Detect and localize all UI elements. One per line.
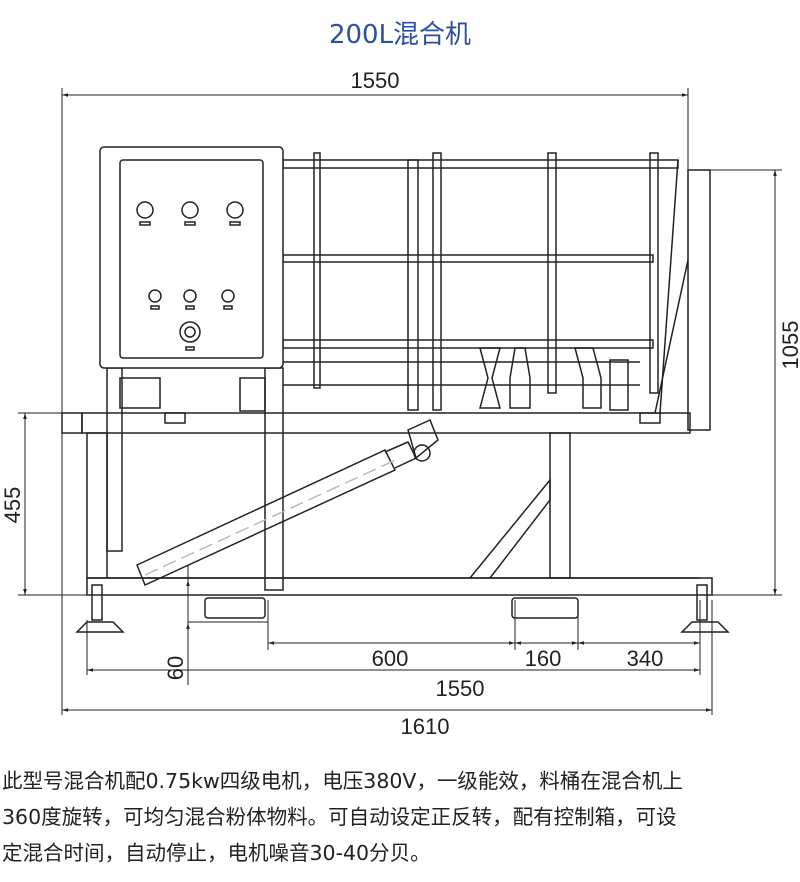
push-button-icon bbox=[221, 289, 235, 310]
indicator-lamp-icon bbox=[181, 201, 199, 226]
description-line: 360度旋转，可均匀混合粉体物料。可自动设定正反转，配有控制箱，可设 bbox=[2, 805, 677, 829]
indicator-lamp-icon bbox=[136, 201, 154, 226]
product-description: 此型号混合机配0.75kw四级电机，电压380V，一级能效，料桶在混合机上 36… bbox=[2, 763, 800, 871]
push-button-icon bbox=[183, 289, 197, 310]
dim-skid-spacing: 600 bbox=[372, 646, 409, 671]
mixing-drum-frame bbox=[119, 152, 711, 431]
rotary-knob-icon bbox=[179, 321, 201, 351]
push-button-icon bbox=[148, 289, 162, 310]
dimension-lines bbox=[18, 88, 782, 715]
dim-frame-height: 455 bbox=[0, 487, 25, 524]
page-title: 200L混合机 bbox=[328, 20, 472, 50]
description-line: 此型号混合机配0.75kw四级电机，电压380V，一级能效，料桶在混合机上 bbox=[2, 769, 683, 793]
dim-skid-width: 160 bbox=[525, 646, 562, 671]
dim-skid-end: 340 bbox=[627, 646, 664, 671]
hydraulic-cylinder bbox=[136, 418, 439, 587]
leveling-foot-right bbox=[680, 584, 730, 633]
dim-overall-length: 1610 bbox=[401, 714, 450, 739]
mixer-technical-drawing: 1550 1055 455 60 600 160 340 1550 1610 bbox=[0, 68, 800, 739]
dim-top-width: 1550 bbox=[351, 68, 400, 93]
dim-foot-offset: 60 bbox=[163, 656, 188, 680]
indicator-lamp-icon bbox=[226, 201, 244, 226]
description-line: 定混合时间，自动停止，电机噪音30-40分贝。 bbox=[2, 841, 431, 865]
dim-base-length: 1550 bbox=[436, 676, 485, 701]
leveling-foot-left bbox=[75, 584, 125, 633]
control-box bbox=[99, 146, 284, 369]
dim-total-height: 1055 bbox=[778, 321, 800, 370]
